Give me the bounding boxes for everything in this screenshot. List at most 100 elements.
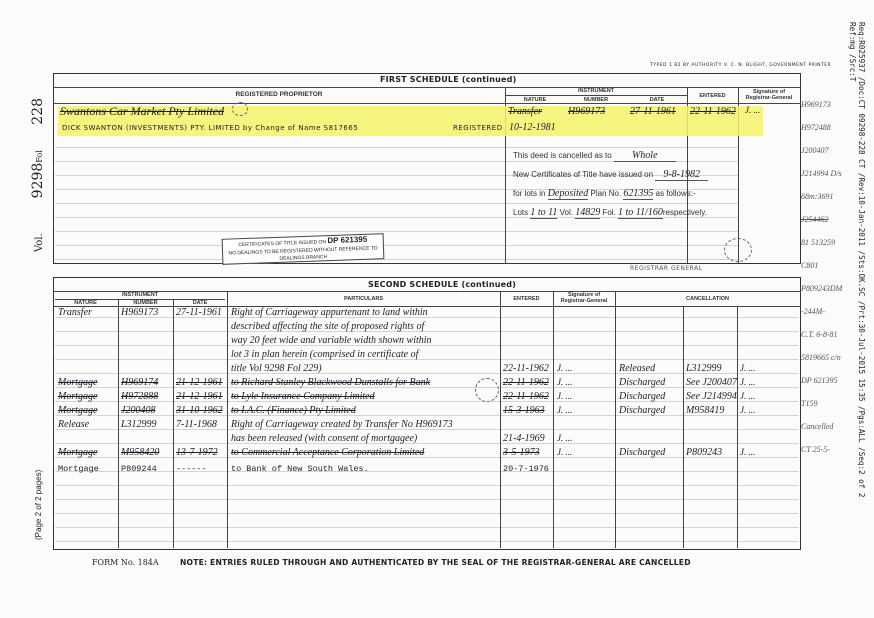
- fs-nature: Transfer: [508, 106, 542, 117]
- footer-note: NOTE: ENTRIES RULED THROUGH AND AUTHENTI…: [180, 558, 691, 567]
- header-number: NUMBER: [583, 97, 609, 103]
- cell-cancellation-type: Discharged: [619, 405, 666, 416]
- divider: [118, 299, 119, 548]
- cell-cancellation-signature: J. ...: [740, 363, 756, 373]
- header-entered: ENTERED: [513, 296, 540, 302]
- new-fol: 1 to 11/160: [618, 207, 663, 219]
- cell-date: 27-11-1961: [176, 307, 222, 318]
- cell-date: 21-12-1961: [176, 377, 223, 388]
- header-cancellation: CANCELLATION: [686, 296, 729, 302]
- cell-particulars: to Commercial Acceptance Corporation Lim…: [231, 447, 425, 458]
- cell-date: 13-7-1972: [176, 447, 218, 458]
- cell-cancellation-signature: J. ...: [740, 377, 756, 387]
- cell-entered: 20-7-1976: [503, 464, 549, 474]
- document-reference: Req:R025937 /Doc:CT 09298-228 CT /Rev:10…: [857, 22, 866, 498]
- cell-cancellation-type: Discharged: [619, 391, 666, 402]
- header-nature: NATURE: [74, 300, 97, 306]
- fs-signature: J. ...: [745, 105, 761, 115]
- margin-note: 5819665 c/n: [801, 353, 841, 362]
- cell-number: J200408: [121, 405, 156, 416]
- fol-label: Fol.: [602, 208, 616, 217]
- form-number: FORM No. 184A: [92, 558, 159, 567]
- header-registered-proprietor: REGISTERED PROPRIETOR: [235, 91, 323, 98]
- cell-date: 21-12-1961: [176, 391, 223, 402]
- cell-cancellation-ref: P809243: [686, 447, 723, 458]
- seal-icon: [724, 238, 752, 262]
- cell-nature: Release: [58, 419, 90, 430]
- fs-date: 27-11-1961: [630, 106, 676, 117]
- issued-label: New Certificates of Title have issued on: [513, 170, 654, 179]
- margin-note: J254462: [801, 215, 829, 224]
- plan-type: Deposited: [547, 188, 589, 200]
- margin-note: J214994 D/s: [801, 169, 842, 178]
- ruled-lines: [55, 304, 798, 547]
- registrar-general-label: REGISTRAR GENERAL: [630, 265, 703, 272]
- divider: [738, 87, 739, 263]
- cell-cancellation-ref: See J200407: [686, 377, 737, 388]
- header-date: DATE: [192, 300, 208, 306]
- seal-icon: [475, 378, 499, 402]
- margin-note: H972488: [801, 123, 831, 132]
- cell-number: P809244: [121, 464, 157, 474]
- vol-label: Vol.: [559, 208, 573, 217]
- cell-signature: J. ...: [557, 447, 573, 457]
- cell-number: H969173: [121, 307, 159, 318]
- margin-note: 81 513259: [801, 238, 835, 247]
- cell-cancellation-type: Discharged: [619, 377, 666, 388]
- header-number: NUMBER: [133, 300, 158, 306]
- divider: [55, 299, 225, 300]
- cell-entered: 22-11-1962: [503, 363, 549, 374]
- cell-particulars: Right of Carriageway created by Transfer…: [231, 419, 453, 430]
- vol-label: Vol.: [34, 233, 45, 252]
- cell-particulars: to Lyle Insurance Company Limited: [231, 391, 375, 402]
- cell-nature: Transfer: [58, 307, 92, 318]
- cell-nature: Mortgage: [58, 464, 99, 474]
- divider: [500, 291, 501, 548]
- cell-number: L312999: [121, 419, 157, 430]
- header-particulars: PARTICULARS: [343, 296, 383, 302]
- cell-cancellation-signature: J. ...: [740, 391, 756, 401]
- cell-signature: J. ...: [557, 433, 573, 443]
- margin-note: CT 25-5-: [801, 445, 830, 454]
- printer-line: TYPED 1 82 BY AUTHORITY V. C. N. BLIGHT,…: [650, 63, 832, 68]
- respectively-label: respectively.: [662, 208, 707, 217]
- cell-signature: J. ...: [557, 363, 573, 373]
- margin-note: -244M-: [801, 307, 825, 316]
- second-schedule-title: SECOND SCHEDULE (continued): [368, 280, 517, 289]
- divider: [683, 306, 684, 548]
- cell-nature: Mortgage: [58, 447, 98, 458]
- header-signature: Signature of Registrar-General: [560, 292, 608, 304]
- divider: [53, 103, 801, 104]
- document-reference-secondary: Ref:mg /Src:T: [848, 22, 857, 82]
- divider: [615, 291, 616, 548]
- cell-particulars: lot 3 in plan herein (comprised in certi…: [231, 349, 419, 360]
- divider: [53, 291, 801, 292]
- divider: [227, 291, 228, 548]
- cell-particulars: described affecting the site of proposed…: [231, 321, 425, 332]
- cell-particulars: way 20 feet wide and variable width show…: [231, 335, 432, 346]
- cancel-extent: Whole: [613, 150, 676, 162]
- cell-cancellation-type: Discharged: [619, 447, 666, 458]
- cell-signature: J. ...: [557, 405, 573, 415]
- fol-label: Fol: [35, 150, 44, 163]
- page-note: (Page 2 of 2 pages): [34, 469, 43, 540]
- current-proprietor: DICK SWANTON (INVESTMENTS) PTY. LIMITED …: [62, 124, 359, 132]
- cell-particulars: to Richard Stanley Blackwood Dunstalls f…: [231, 377, 431, 388]
- margin-note: P809243DM: [801, 284, 843, 293]
- cell-date: 7-11-1968: [176, 419, 217, 430]
- divider: [737, 306, 738, 548]
- margin-note: Cancelled: [801, 422, 834, 431]
- vol-number: 9298: [30, 162, 46, 199]
- margin-note: T159: [801, 399, 818, 408]
- cell-entered: 22-11-1962: [503, 377, 549, 388]
- cell-cancellation-signature: J. ...: [740, 405, 756, 415]
- fs-entered: 22-11-1962: [690, 106, 736, 117]
- cell-particulars: has been released (with consent of mortg…: [231, 433, 418, 444]
- cell-entered: 15-3-1963: [503, 405, 545, 416]
- cell-entered: 3-5-1973: [503, 447, 540, 458]
- divider: [53, 306, 801, 307]
- lots-label: Lots: [513, 208, 529, 217]
- margin-note: H969173: [801, 100, 831, 109]
- cancel-label: This deed is cancelled as to: [513, 151, 612, 160]
- fol-number: 228: [30, 98, 46, 125]
